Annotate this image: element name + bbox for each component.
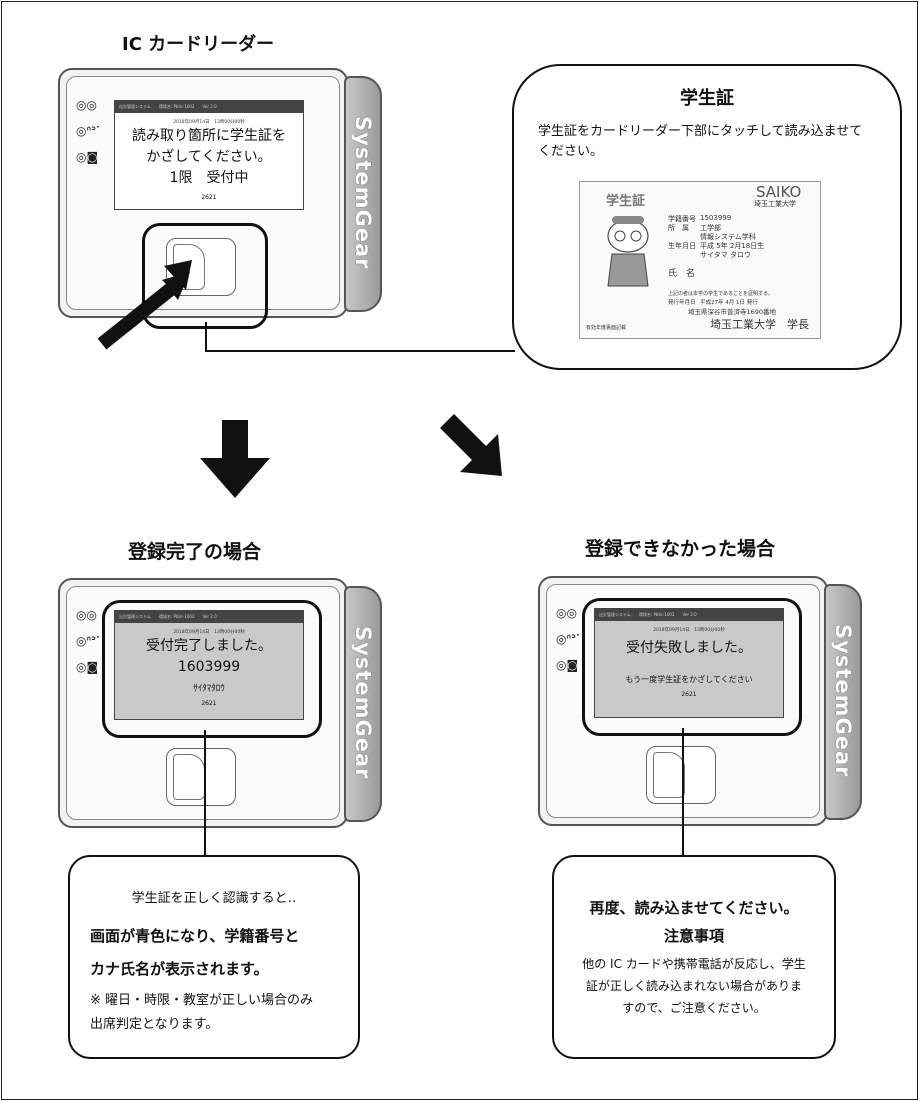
failure-bold2: 注意事項 [663,927,724,945]
mascot-icon [607,216,649,287]
brand-logo: SystemGear [351,626,375,780]
value-dept1: 工学部 [700,224,721,232]
touch-arrow-icon [94,260,192,350]
device-side-panel [344,586,382,822]
screen-line1: 受付失敗しました。 [626,640,752,656]
power-led-icon: ◎◎ [76,98,97,112]
down-arrow-icon [200,420,270,498]
connector-line [205,350,515,352]
failure-heading: 登録できなかった場合 [585,538,776,560]
screen-status-bar: 出欠管理システム 環境名: Pblic-1002 Ver 2.0 [115,101,303,113]
diagonal-arrow-icon [440,414,502,476]
screen-line3: ｻｲﾀﾏﾀﾛｳ [193,684,225,694]
card-reader-pad [166,748,236,806]
value-birth: 平成 5年 2月18日生 [700,242,765,250]
screen-line2: かざしてください。 [146,149,272,165]
screen-line1: 読み取り箇所に学生証を [132,128,286,144]
label-name: 氏 名 [668,269,696,279]
id-card-logo: SAIKO [756,183,802,201]
card-reader-pad [646,746,716,804]
card-led-icon: ◎◙ [76,150,99,164]
screen-code: 2621 [201,700,217,707]
label-dept: 所 属 [668,224,689,232]
failure-bold1: 再度、読み込ませてください。 [589,899,799,917]
screen-line3: 1限 受付中 [169,170,249,186]
network-led-icon: ◎ᐢᐣᐝ [76,124,100,138]
value-student-no: 1503999 [700,214,732,222]
brand-logo: SystemGear [831,624,855,778]
callout-text: 学生証をカードリーダー下部にタッチして読み込ませてください。 [538,124,863,159]
screen-date: 2018年09月14日 13時00分00秒 [173,120,245,125]
id-card-logo-sub: 埼玉工業大学 [754,200,796,208]
connector-line [204,730,206,856]
screen-highlight [582,598,802,736]
value-kana: サイタマ タロウ [700,251,751,259]
screen-status-bar: 出欠管理システム 環境名: Pblic-1002 Ver 2.0 [595,609,783,621]
failure-text2: 証が正しく読み込まれない場合がありま [585,979,802,993]
card-led-icon: ◎◙ [556,658,579,672]
device-side-panel [344,76,382,312]
failure-device: SystemGear ◎◎ ◎ᐢᐣᐝ ◎◙ 出欠管理システム 環境名: Pbli… [538,576,868,826]
success-note1: ※ 曜日・時限・教室が正しい場合のみ [90,993,314,1008]
success-bold1: 画面が青色になり、学籍番号と [90,927,300,945]
student-id-card: 学生証 SAIKO 埼玉工業大学 学籍番号 1503999 所 属 工学部 情報… [579,181,821,339]
network-led-icon: ◎ᐢᐣᐝ [76,634,100,648]
value-dept2: 情報システム学科 [700,233,756,241]
failure-callout: 再度、読み込ませてください。 注意事項 他の IC カードや携帯電話が反応し、学… [552,855,836,1059]
screen-date: 2018年09月14日 13時00分00秒 [173,630,245,635]
network-led-icon: ◎ᐢᐣᐝ [556,632,580,646]
card-led-icon: ◎◙ [76,660,99,674]
reader-heading: IC カードリーダー [122,34,275,55]
id-card-university: 埼玉工業大学 学長 [710,318,809,331]
success-callout: 学生証を正しく認識すると‥ 画面が青色になり、学籍番号と カナ氏名が表示されます… [68,855,360,1059]
id-card-header: 学生証 [606,194,646,209]
success-bold2: カナ氏名が表示されます。 [90,960,269,978]
failure-text3: すので、ご注意ください。 [622,1001,766,1015]
id-card-issue-label: 発行年月日 [668,300,696,306]
id-card-address: 埼玉県深谷市普済寺1690番地 [688,308,777,316]
success-note2: 出席判定となります。 [90,1017,219,1032]
screen-line2: もう一度学生証をかざしてください [625,675,753,684]
connector-line [682,728,684,856]
power-led-icon: ◎◎ [76,608,97,622]
screen-line1: 受付完了しました。 [146,638,272,654]
screen-line2: 1603999 [177,659,241,675]
id-card-validity: 有効年度裏面記載 [586,325,627,331]
failure-screen: 出欠管理システム 環境名: Pblic-1002 Ver 2.0 2018年09… [594,608,784,718]
brand-logo: SystemGear [351,116,375,270]
success-heading: 登録完了の場合 [128,541,262,563]
screen-status-bar: 出欠管理システム 環境名: Pblic-1002 Ver 2.0 [115,611,303,623]
device-side-panel [824,584,862,820]
success-device: SystemGear ◎◎ ◎ᐢᐣᐝ ◎◙ 出欠管理システム 環境名: Pbli… [58,578,388,828]
success-screen: 出欠管理システム 環境名: Pblic-1002 Ver 2.0 2018年09… [114,610,304,720]
ic-card-reader-device: SystemGear ◎◎ ◎ᐢᐣᐝ ◎◙ 出欠管理システム 環境名: Pbli… [58,68,388,329]
power-led-icon: ◎◎ [556,606,577,620]
screen-highlight [102,600,322,738]
screen-date: 2018年09月14日 13時00分00秒 [653,628,725,633]
connector-line [205,322,207,352]
callout-title: 学生証 [680,88,734,109]
label-birth: 生年月日 [668,242,696,250]
label-student-no: 学籍番号 [668,215,696,223]
failure-text1: 他の IC カードや携帯電話が反応し、学生 [582,957,806,971]
id-card-issue-value: 平成27年 4月 1日 発行 [700,300,758,306]
screen-code: 2621 [201,194,217,201]
screen-code: 2621 [681,691,697,698]
reader-screen: 出欠管理システム 環境名: Pblic-1002 Ver 2.0 2018年09… [114,100,304,210]
id-card-notice: 上記の者は本学の学生であることを証明する。 [668,291,773,297]
success-intro: 学生証を正しく認識すると‥ [131,891,297,906]
